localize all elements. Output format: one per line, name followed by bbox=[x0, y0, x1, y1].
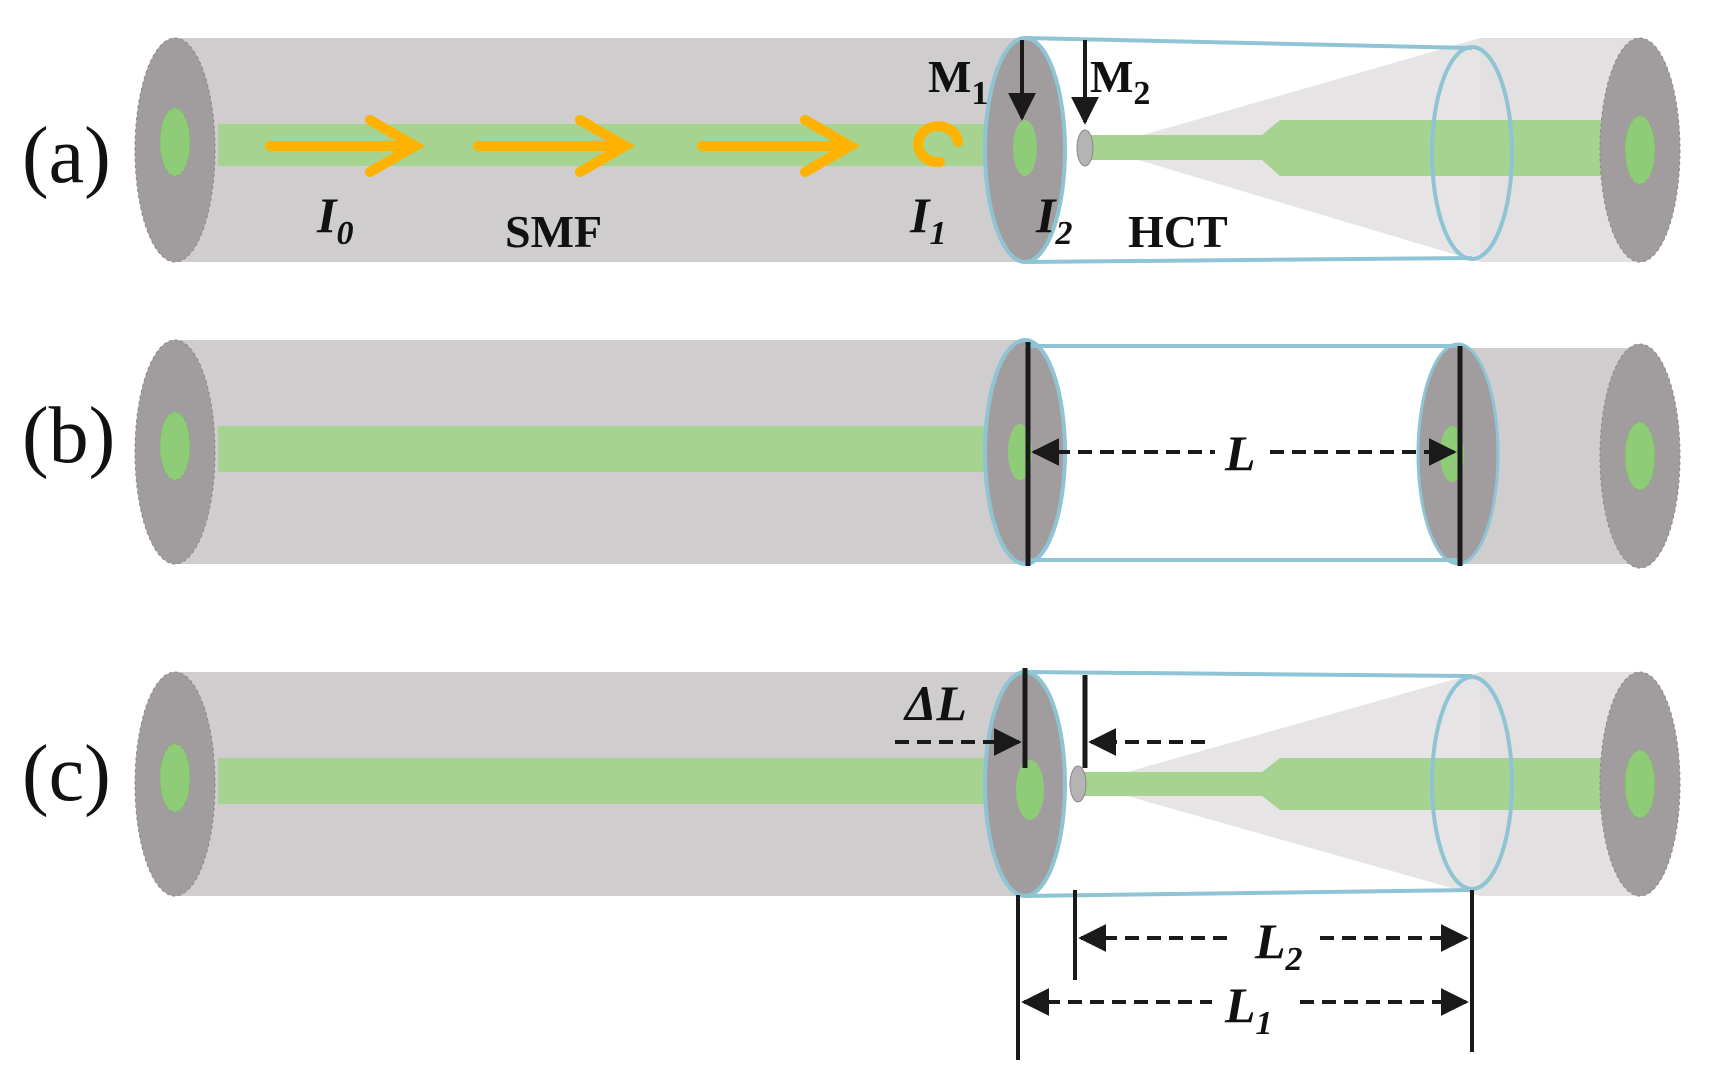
i2-label: I2 bbox=[1035, 187, 1072, 252]
smf-face-core-c bbox=[1016, 760, 1044, 820]
right-smf-core-end-c bbox=[1624, 749, 1656, 819]
taper-core-a bbox=[1085, 120, 1640, 176]
taper-tip-c bbox=[1069, 765, 1087, 803]
i0-label: I0 bbox=[316, 187, 353, 252]
l1-label: L1 bbox=[1224, 977, 1273, 1042]
arrow-2-head bbox=[575, 115, 635, 177]
smf-face-core-a bbox=[1013, 120, 1037, 176]
hct-label: HCT bbox=[1128, 206, 1228, 257]
hct-right-rim-c bbox=[1430, 675, 1514, 891]
hct-top-a bbox=[1024, 36, 1473, 50]
hct-top-c bbox=[1024, 670, 1473, 678]
smf-left-core-c bbox=[159, 743, 191, 813]
right-smf-core-end-a bbox=[1624, 115, 1656, 185]
delta-l-label: ΔL bbox=[903, 675, 967, 731]
panel-c-label: (c) bbox=[22, 730, 111, 818]
taper-core-c bbox=[1080, 758, 1640, 810]
panel-b: (b) L bbox=[22, 338, 1681, 569]
panel-a-label: (a) bbox=[22, 112, 111, 200]
l-label: L bbox=[1224, 425, 1256, 481]
m1-label: M1 bbox=[928, 51, 988, 112]
i1-label: I1 bbox=[909, 187, 946, 252]
panel-a: (a) bbox=[22, 36, 1681, 264]
smf-core-b bbox=[218, 426, 1018, 472]
hct-bottom-c bbox=[1024, 888, 1473, 898]
reflect-arrow-1 bbox=[913, 121, 963, 168]
panel-c: (c) ΔL L2 L1 bbox=[22, 668, 1681, 1060]
panel-b-label: (b) bbox=[22, 392, 115, 480]
arrow-3-head bbox=[800, 115, 860, 177]
taper-tip-a bbox=[1076, 129, 1094, 167]
arrow-1-head bbox=[365, 115, 425, 177]
smf-left-core-b bbox=[159, 411, 191, 481]
m2-label: M2 bbox=[1090, 51, 1150, 112]
right-smf-core-end-b bbox=[1624, 421, 1656, 491]
hct-bottom-a bbox=[1024, 256, 1473, 264]
hct-right-rim-a bbox=[1430, 45, 1514, 261]
smf-left-core-a bbox=[159, 107, 191, 177]
smf-label: SMF bbox=[505, 206, 602, 257]
l2-label: L2 bbox=[1254, 913, 1303, 978]
smf-core-c bbox=[218, 758, 1018, 804]
